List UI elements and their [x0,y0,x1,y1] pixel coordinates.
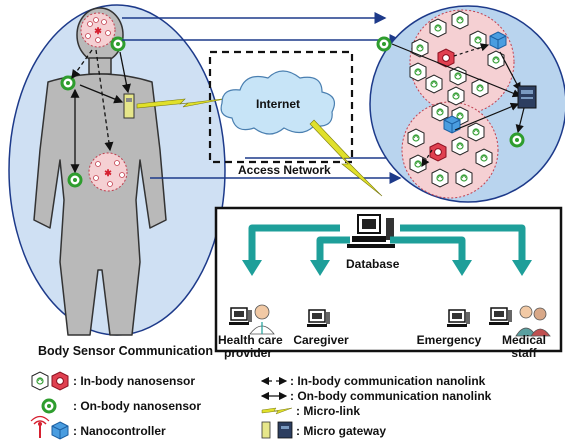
micro-link-bolt [136,97,231,109]
legend-nanocontroller: : Nanocontroller [73,424,166,438]
caregiver-computer-icon [306,309,331,328]
legend-micro-link-icon [261,407,293,415]
endpoint-health-care-provider: Health care provider [218,333,283,360]
svg-text:✱: ✱ [94,26,102,36]
endpoint-emergency: Emergency [414,334,484,347]
legend-micro-gateway: : Micro gateway [296,424,387,438]
network-on-body-sensor-right [509,132,525,148]
micro-gateway-body [123,93,135,119]
on-body-sensor-shoulder [60,75,76,91]
body-sensor-communication-label: Body Sensor Communication [38,344,214,358]
brain-nanosensors [85,17,111,43]
endpoint-label-line2: staff [511,346,537,360]
legend-on-body-link: : On-body communication nanolink [290,389,492,403]
legend-in-body-link: : In-body communication nanolink [290,374,486,388]
emergency-computer-icon [446,309,471,328]
network-on-body-sensor-left [376,36,392,52]
internet-boundary [208,50,354,164]
endpoint-medical-staff: Medical staff [494,334,554,360]
endpoint-label-line2: provider [223,346,272,360]
endpoint-label-line1: Caregiver [293,333,349,347]
legend-in-body-sensor-icon [31,371,49,391]
legend-in-body-sensor-red-icon [51,371,69,391]
medical-staff-icon [515,305,551,337]
legend-micro-gateway-icon [261,421,293,439]
medical-staff-computer-icon [488,307,513,326]
legend-in-body-nanosensor: : In-body nanosensor [73,374,196,388]
distribution-arrows [248,224,526,262]
internet-label: Internet [256,97,301,111]
health-care-provider-computer-icon [228,307,253,326]
micro-gateway-network [517,85,537,109]
doctor-icon [249,304,275,335]
legend-nanocontroller-cube-icon [51,421,69,440]
svg-text:✱: ✱ [104,168,112,178]
legend-nanocontroller-antenna-icon [30,415,50,438]
endpoint-label-line1: Health care [218,333,283,347]
database-computer-icon [347,214,395,248]
database-label: Database [346,257,400,271]
legend-on-body-nanosensor: : On-body nanosensor [73,399,202,413]
legend-on-body-sensor-icon [41,398,57,414]
abdomen-nanosensors [93,160,125,187]
endpoint-caregiver: Caregiver [288,334,354,347]
endpoint-label-line1: Medical [501,333,546,347]
micro-link-bolt-db [309,119,383,197]
access-network-label: Access Network [238,163,331,177]
on-body-sensor-hand [67,172,83,188]
internet-cloud [220,70,335,135]
endpoint-label-line1: Emergency [416,333,482,347]
legend-micro-link: : Micro-link [296,404,361,418]
